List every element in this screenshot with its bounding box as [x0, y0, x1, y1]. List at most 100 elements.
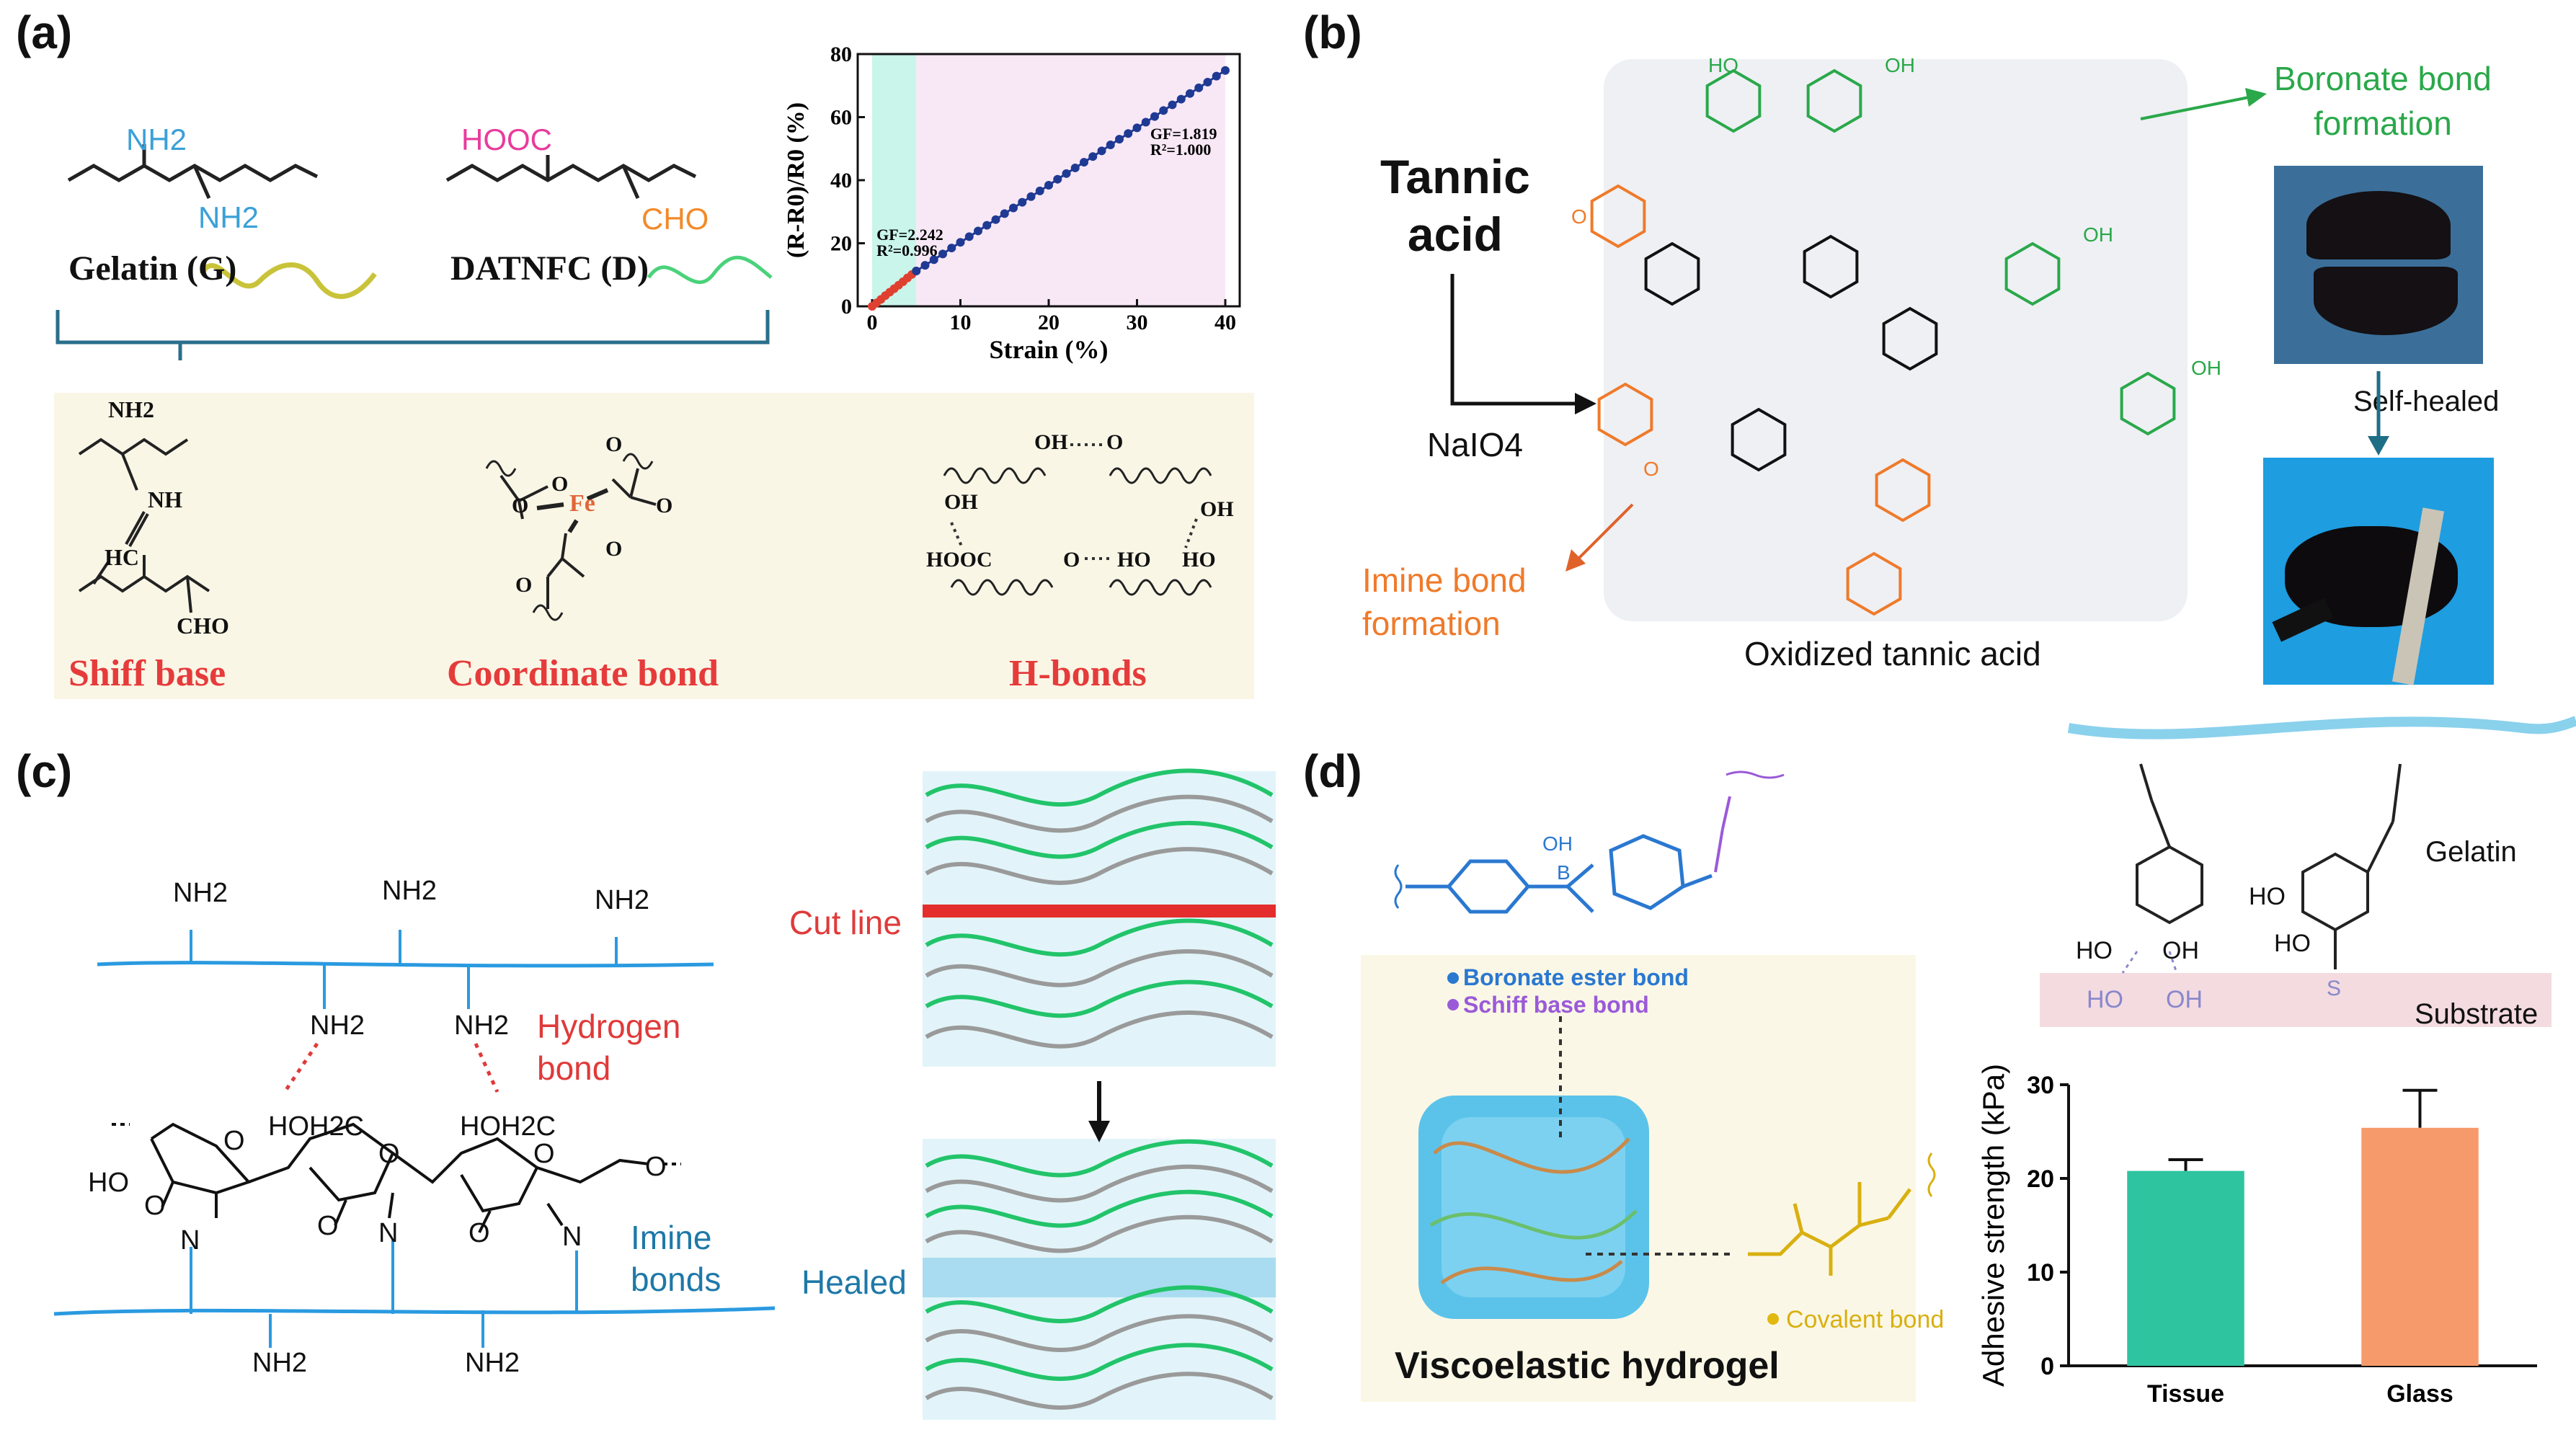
r2-annotation-high: R²=1.000 [1150, 141, 1212, 159]
strain-data-point [1132, 123, 1142, 133]
strain-data-point [1009, 203, 1018, 213]
chem-ho-1: HO [1117, 548, 1151, 572]
strain-data-point [1176, 94, 1186, 104]
strain-data-point [982, 221, 992, 230]
substrate-label: Substrate [2415, 998, 2539, 1030]
polymer-strand [925, 918, 1274, 957]
nh2-c-6: NH2 [252, 1348, 308, 1378]
bar-category-label: Glass [2386, 1380, 2453, 1408]
oxidized-ta-background [1604, 59, 2188, 621]
chem-o-8: O [1063, 548, 1080, 572]
tannic-acid-line-1: Tannic [1380, 150, 1530, 203]
ta-ring [2004, 241, 2061, 306]
chem-oh-2: OH [944, 490, 978, 514]
hydrogen-line-2: bond [537, 1049, 611, 1087]
hooc-label: HOOC [461, 123, 552, 156]
chem-o-5: O [605, 537, 623, 561]
nh2-c-1: NH2 [173, 878, 228, 908]
polymer-strand [925, 820, 1274, 859]
chem-o-4: O [656, 494, 673, 517]
strain-xtick-label: 0 [867, 311, 878, 334]
strain-ytick-label: 80 [830, 43, 852, 66]
strain-xtick-label: 30 [1127, 311, 1148, 334]
polymer-strand [925, 1010, 1274, 1049]
polymer-strand [925, 979, 1274, 1018]
imine-line-1: Imine bond [1362, 561, 1527, 599]
strain-data-point [956, 238, 965, 247]
hoh2c-2: HOH2C [460, 1111, 556, 1142]
gelatin-label: Gelatin (G) [68, 249, 237, 288]
strain-data-point [929, 255, 938, 265]
chem-o-1: O [551, 472, 569, 496]
panel-a-label: (a) [16, 6, 73, 58]
strain-data-point [1141, 117, 1150, 127]
naio4-label: NaIO4 [1427, 426, 1523, 463]
ta-substituent: O [1571, 205, 1587, 228]
chem-o-3: O [605, 432, 623, 456]
bond-label-shiff: Shiff base [68, 653, 226, 694]
chem-oh-d1: OH [2162, 937, 2199, 964]
hydrogen-bond-label: Hydrogen bond [537, 1005, 680, 1089]
strain-data-point [974, 226, 982, 236]
polymer-strand [925, 1285, 1274, 1323]
r2-annotation-low: R²=0.996 [876, 241, 938, 259]
ta-substituent: O [1643, 458, 1659, 480]
boronate-formation-label: Boronate bond formation [2274, 56, 2492, 146]
strain-data-point [1150, 112, 1159, 121]
bar-ylabel: Adhesive strength (kPa) [1976, 1064, 2010, 1387]
chem-ho-d3: HO [2249, 883, 2286, 910]
ta-substituent: OH [2191, 357, 2221, 379]
strain-data-point [1000, 209, 1009, 218]
strain-xtick-label: 10 [950, 311, 972, 334]
strain-data-point [1203, 77, 1212, 86]
strain-data-point [1186, 89, 1194, 98]
imine-line-2: formation [1362, 605, 1501, 642]
ta-ring [1731, 407, 1787, 472]
oxidized-ta-label: Oxidized tannic acid [1744, 635, 2041, 672]
strain-data-point [1115, 135, 1124, 144]
polymer-strand [925, 1214, 1274, 1253]
n-c-2: N [378, 1218, 399, 1248]
ta-ring [1882, 306, 1938, 371]
healed-label: Healed [801, 1263, 907, 1301]
chem-hooc: HOOC [926, 548, 992, 572]
strain-data-point [912, 267, 921, 275]
gelatin-d-label: Gelatin [2425, 836, 2517, 868]
bar-ytick-label: 20 [2027, 1165, 2054, 1193]
bar-ytick-label: 10 [2027, 1259, 2054, 1287]
ta-ring [1806, 68, 1862, 133]
strain-ytick-label: 20 [830, 232, 852, 256]
strain-data-point [1070, 163, 1080, 172]
chem-oh-3: OH [1200, 497, 1234, 521]
polymer-strand [925, 949, 1274, 987]
ta-ring [1875, 458, 1931, 523]
ta-ring [2120, 371, 2176, 436]
chem-o-7: O [1106, 430, 1124, 454]
strain-xtick-label: 20 [1038, 311, 1060, 334]
gf-annotation-high: GF=1.819 [1150, 125, 1217, 143]
polymer-strand [925, 1343, 1274, 1381]
schiff-base-label: Schiff base bond [1463, 992, 1649, 1018]
hydrogel-photo-healed [2263, 458, 2494, 685]
o-c-7: O [468, 1218, 490, 1248]
ta-ring [1644, 241, 1700, 306]
hydrogen-line-1: Hydrogen [537, 1008, 681, 1045]
chem-oh-1: OH [1034, 430, 1068, 454]
nh2-c-2: NH2 [382, 876, 438, 906]
panel-c-label: (c) [16, 745, 73, 797]
strain-xtick-label: 40 [1214, 311, 1236, 334]
strain-data-point [1212, 71, 1221, 81]
chem-oh-d2: OH [2166, 986, 2203, 1013]
o-c-1: O [223, 1126, 245, 1156]
strain-data-point [964, 232, 974, 241]
polymer-strand [925, 1372, 1274, 1410]
o-c-3: O [533, 1139, 555, 1169]
nh2-label-2: NH2 [198, 200, 259, 234]
bond-label-hbonds: H-bonds [1009, 653, 1147, 694]
o-c-5: O [144, 1191, 166, 1221]
strain-data-point [920, 261, 930, 270]
strain-data-point [1062, 169, 1071, 178]
